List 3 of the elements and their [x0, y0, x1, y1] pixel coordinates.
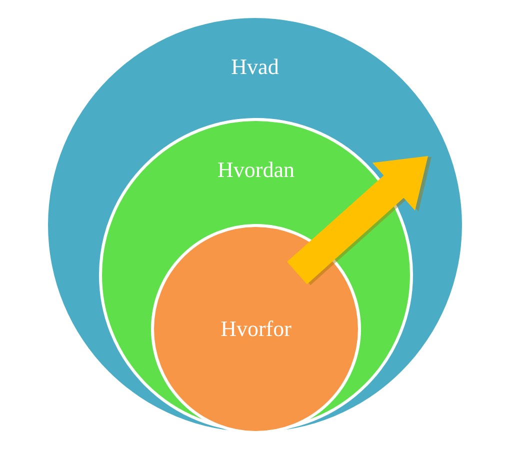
circle-label: Hvad [230, 54, 280, 80]
circle-label: Hvordan [216, 157, 296, 183]
circle-label: Hvorfor [220, 316, 292, 342]
